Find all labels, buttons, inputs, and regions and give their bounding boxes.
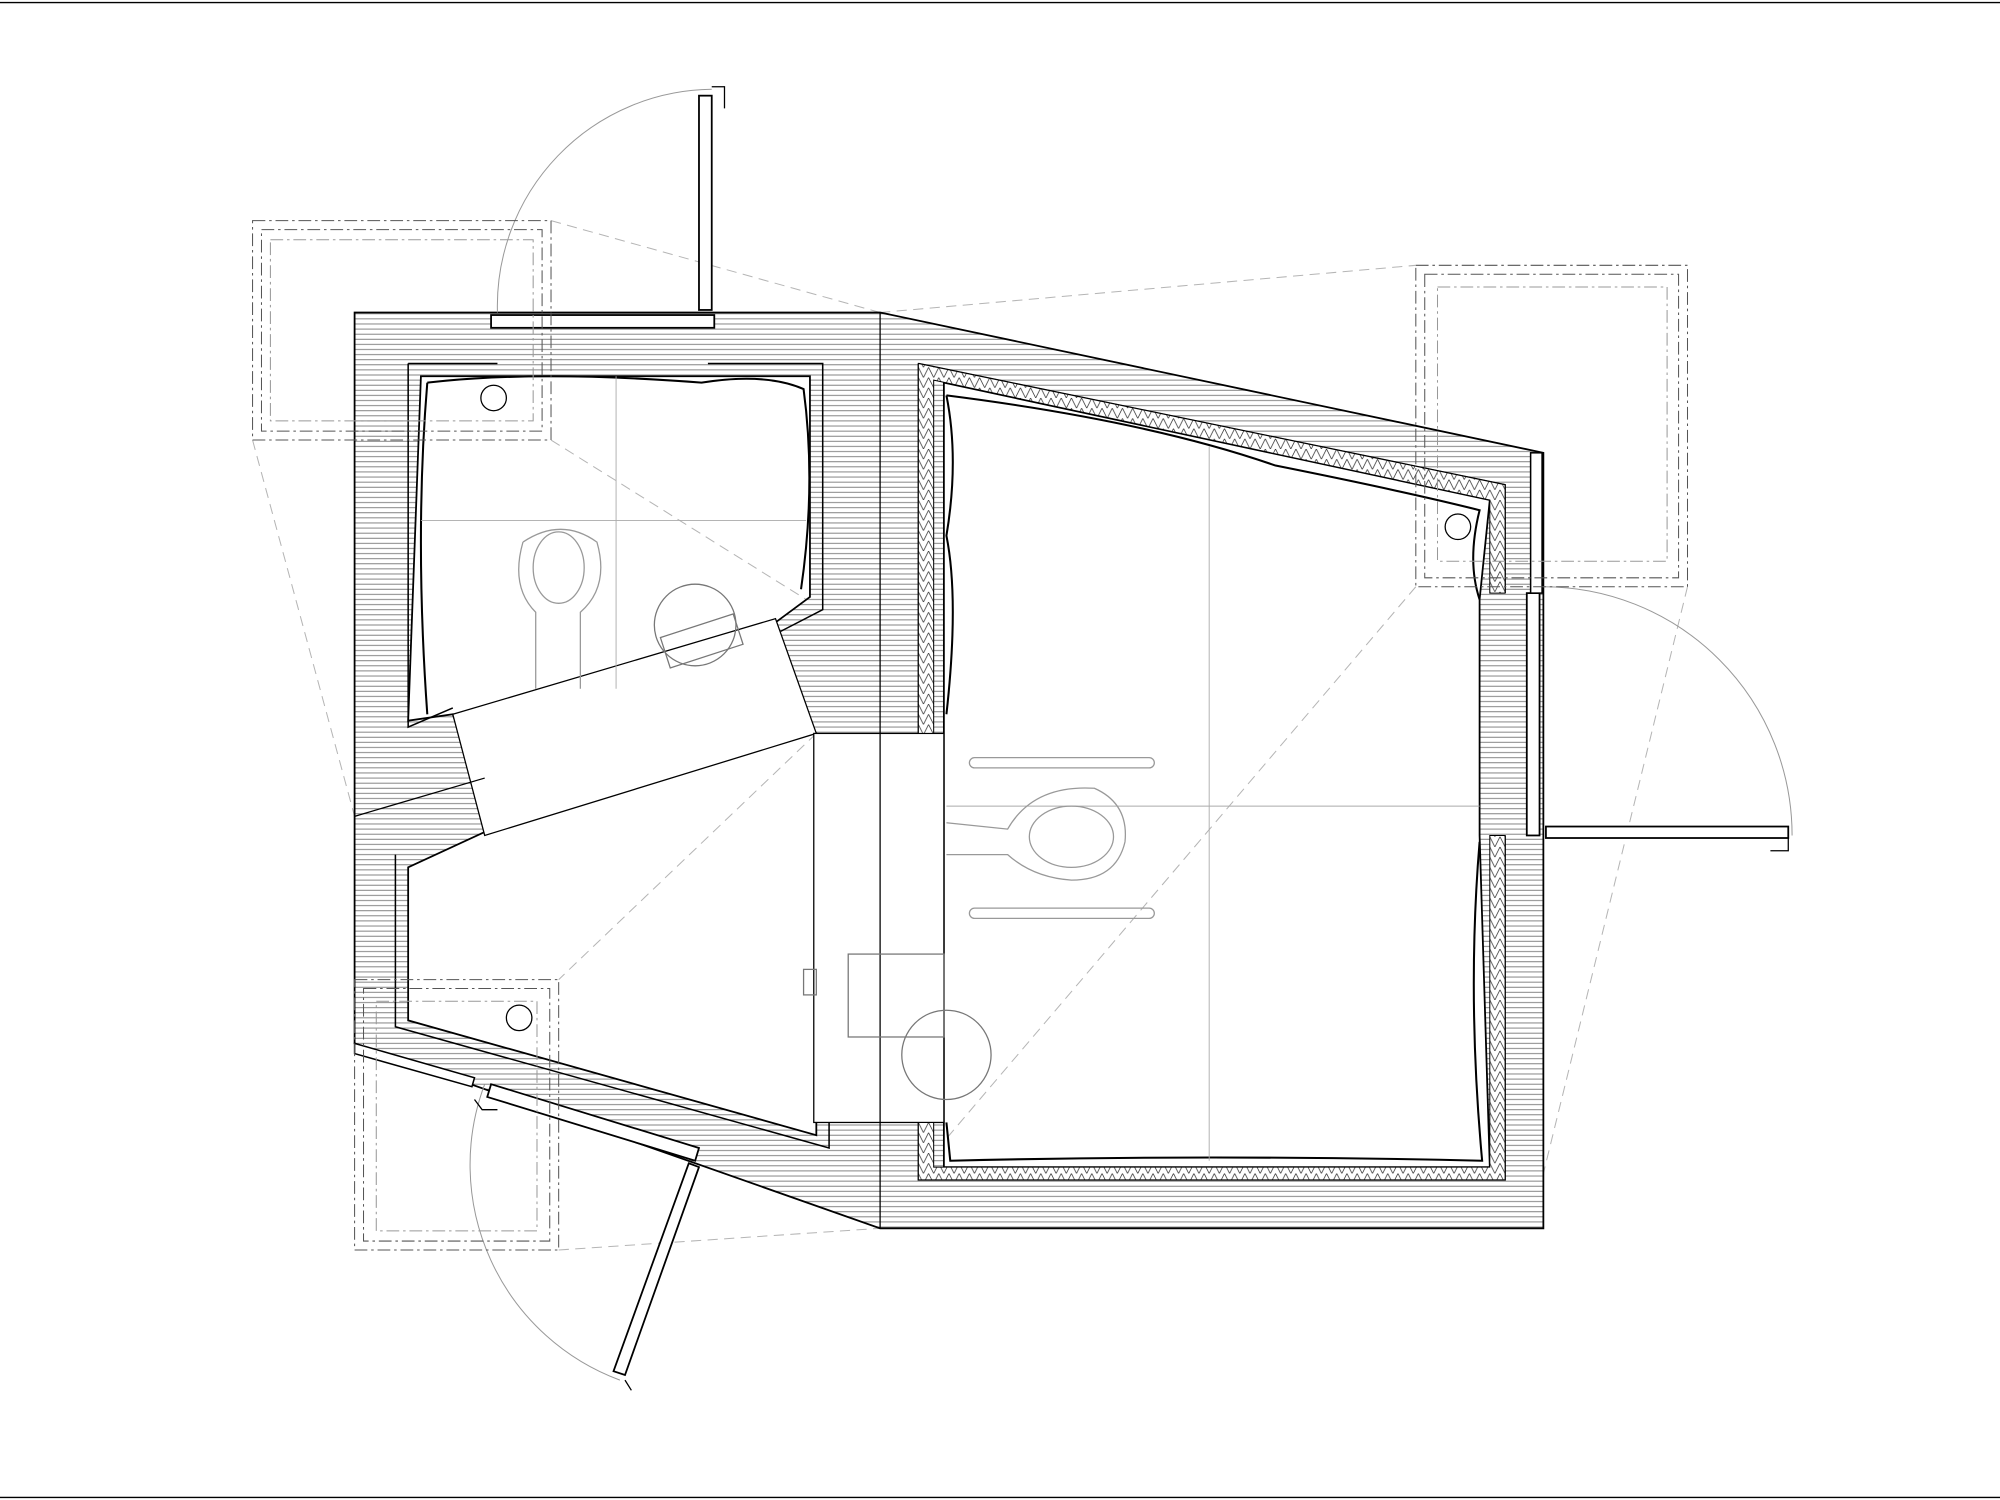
door-top[interactable] — [496, 86, 726, 313]
floor-grid — [420, 376, 1480, 1161]
toilet-right — [946, 787, 1127, 881]
zigzag-band-right — [917, 362, 1506, 734]
overhead-outlines — [252, 220, 1689, 1251]
grab-bars — [968, 757, 1155, 920]
window-right-top — [1529, 452, 1543, 594]
drain-icon — [505, 1004, 533, 1032]
service-corridor — [452, 617, 818, 837]
drain-icon — [1444, 513, 1472, 541]
wall-lining — [419, 375, 1484, 1162]
party-wall-line — [354, 777, 485, 817]
drain-icon — [480, 384, 508, 412]
window-top — [490, 314, 716, 329]
toilet-top-left — [518, 528, 602, 689]
projection-lines — [252, 220, 1688, 1251]
floor-drains — [480, 384, 1472, 1032]
door-bottom-left[interactable] — [469, 1084, 701, 1391]
service-core — [813, 732, 945, 1124]
window-right — [1525, 592, 1541, 837]
zigzag-band-bottom — [917, 834, 1506, 1181]
door-right[interactable] — [1543, 586, 1793, 852]
window-bottom-left — [486, 1083, 701, 1162]
washbasin-top-left — [653, 583, 744, 669]
washbasin-right — [802, 953, 992, 1101]
